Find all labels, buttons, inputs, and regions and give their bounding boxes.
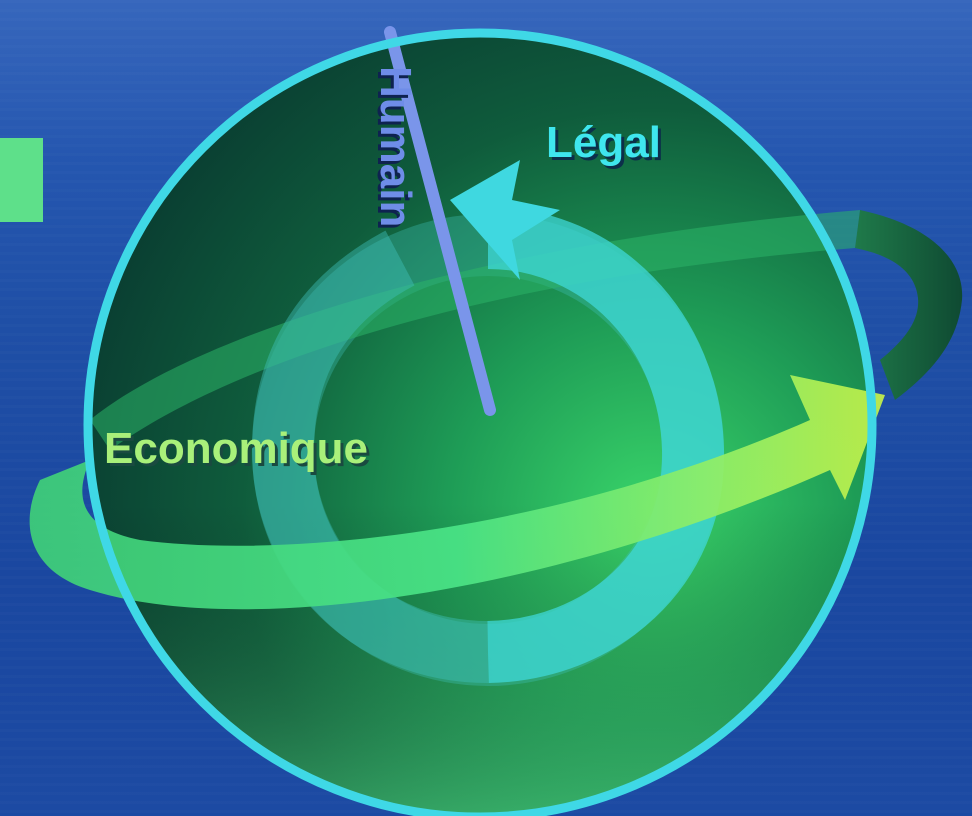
legal-arc: [486, 207, 725, 683]
economique-ribbon-front: [29, 375, 886, 610]
label-economique: Economique: [104, 424, 369, 473]
economique-ribbon-upper: [90, 210, 860, 450]
economique-ribbon-back: [855, 210, 963, 400]
accent-square: [0, 138, 43, 222]
sphere-sheen: [88, 33, 872, 816]
label-humain: Humain: [371, 66, 420, 228]
legal-arrowhead: [450, 160, 560, 280]
label-legal: Légal: [546, 118, 661, 167]
sphere-rim: [83, 28, 877, 816]
legal-arc-left: [251, 230, 489, 683]
humain-axis: [384, 26, 496, 416]
